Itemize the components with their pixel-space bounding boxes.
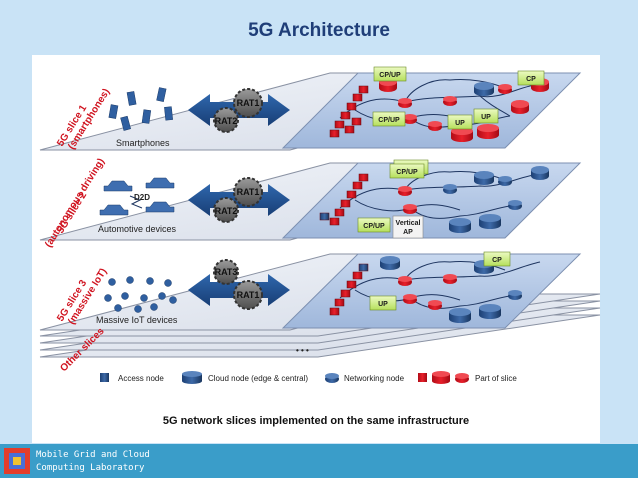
gear-icon — [213, 197, 239, 223]
tag-cp-up: CP/UP — [379, 72, 401, 79]
tag-ap: AP — [403, 229, 413, 236]
lab-name-line-1: Mobile Grid and Cloud — [36, 450, 150, 460]
slice-3-cloud-nodes — [380, 256, 501, 323]
slice-2-function-tags: CP/UP CP/UP Vertical AP — [357, 159, 429, 239]
lab-name-line-2: Computing Laboratory — [36, 463, 145, 473]
slice-1-cloud-nodes — [379, 78, 549, 142]
tag-up: UP — [455, 120, 465, 127]
iot-device-icons — [104, 276, 177, 313]
rat-bottom-label: RAT2 — [215, 116, 238, 126]
slice-2-networking-nodes — [398, 176, 522, 214]
rat-bottom-label: RAT2 — [215, 206, 238, 216]
tag-up: UP — [481, 114, 491, 121]
smartphone-icons — [108, 87, 173, 131]
legend-access-node: Access node — [118, 374, 164, 383]
more-slices-ellipsis: • • • — [296, 346, 309, 355]
d2d-label: D2D — [134, 193, 150, 202]
d2d-link: D2D — [129, 193, 150, 209]
rat-group-1: RAT1 RAT2 — [188, 88, 290, 133]
diagram-caption: 5G network slices implemented on the sam… — [163, 415, 469, 427]
device-label-iot: Massive IoT devices — [96, 315, 178, 325]
legend-part-of-slice: Part of slice — [475, 374, 517, 383]
rat-bottom-label: RAT1 — [237, 290, 260, 300]
tag-cp-up: CP/UP — [396, 169, 418, 176]
slice-3-access-nodes — [329, 263, 369, 316]
legend: Access node Cloud node (edge & central) … — [100, 371, 517, 384]
rat-group-2: RAT1 RAT2 — [188, 177, 290, 223]
gear-icon — [233, 177, 263, 207]
legend-networking-node: Networking node — [344, 374, 405, 383]
slice-1-function-tags: CP/UP CP CP/UP UP UP — [372, 66, 545, 130]
slice-2-access-nodes — [319, 173, 369, 226]
tag-cp: CP — [492, 257, 502, 264]
tag-vertical: Vertical — [396, 220, 421, 227]
slice-1-access-nodes — [329, 85, 369, 138]
slice-3-networking-nodes — [398, 274, 522, 310]
slice-1-networking-nodes — [398, 84, 512, 131]
slide-title: 5G Architecture — [248, 20, 390, 41]
car-icons — [99, 177, 175, 216]
gear-icon — [213, 107, 239, 133]
device-label-automotive: Automotive devices — [98, 224, 177, 234]
rat-top-label: RAT1 — [237, 187, 260, 197]
rat-top-label: RAT1 — [237, 98, 260, 108]
lab-logo-icon — [4, 448, 30, 474]
tag-cp: CP — [526, 76, 536, 83]
gear-icon — [213, 259, 239, 285]
legend-cloud-node: Cloud node (edge & central) — [208, 374, 308, 383]
slice-2-cloud-nodes — [449, 166, 549, 233]
tag-cp-up: CP/UP — [378, 117, 400, 124]
gear-icon — [233, 88, 263, 118]
footer-bar — [0, 444, 638, 478]
rat-top-label: RAT3 — [215, 267, 238, 277]
tag-cp-up: CP/UP — [363, 223, 385, 230]
slice-3-function-tags: CP UP — [369, 251, 511, 311]
tag-up: UP — [378, 301, 388, 308]
rat-group-3: RAT3 RAT1 — [188, 259, 290, 310]
gear-icon — [233, 280, 263, 310]
device-label-smartphones: Smartphones — [116, 138, 170, 148]
